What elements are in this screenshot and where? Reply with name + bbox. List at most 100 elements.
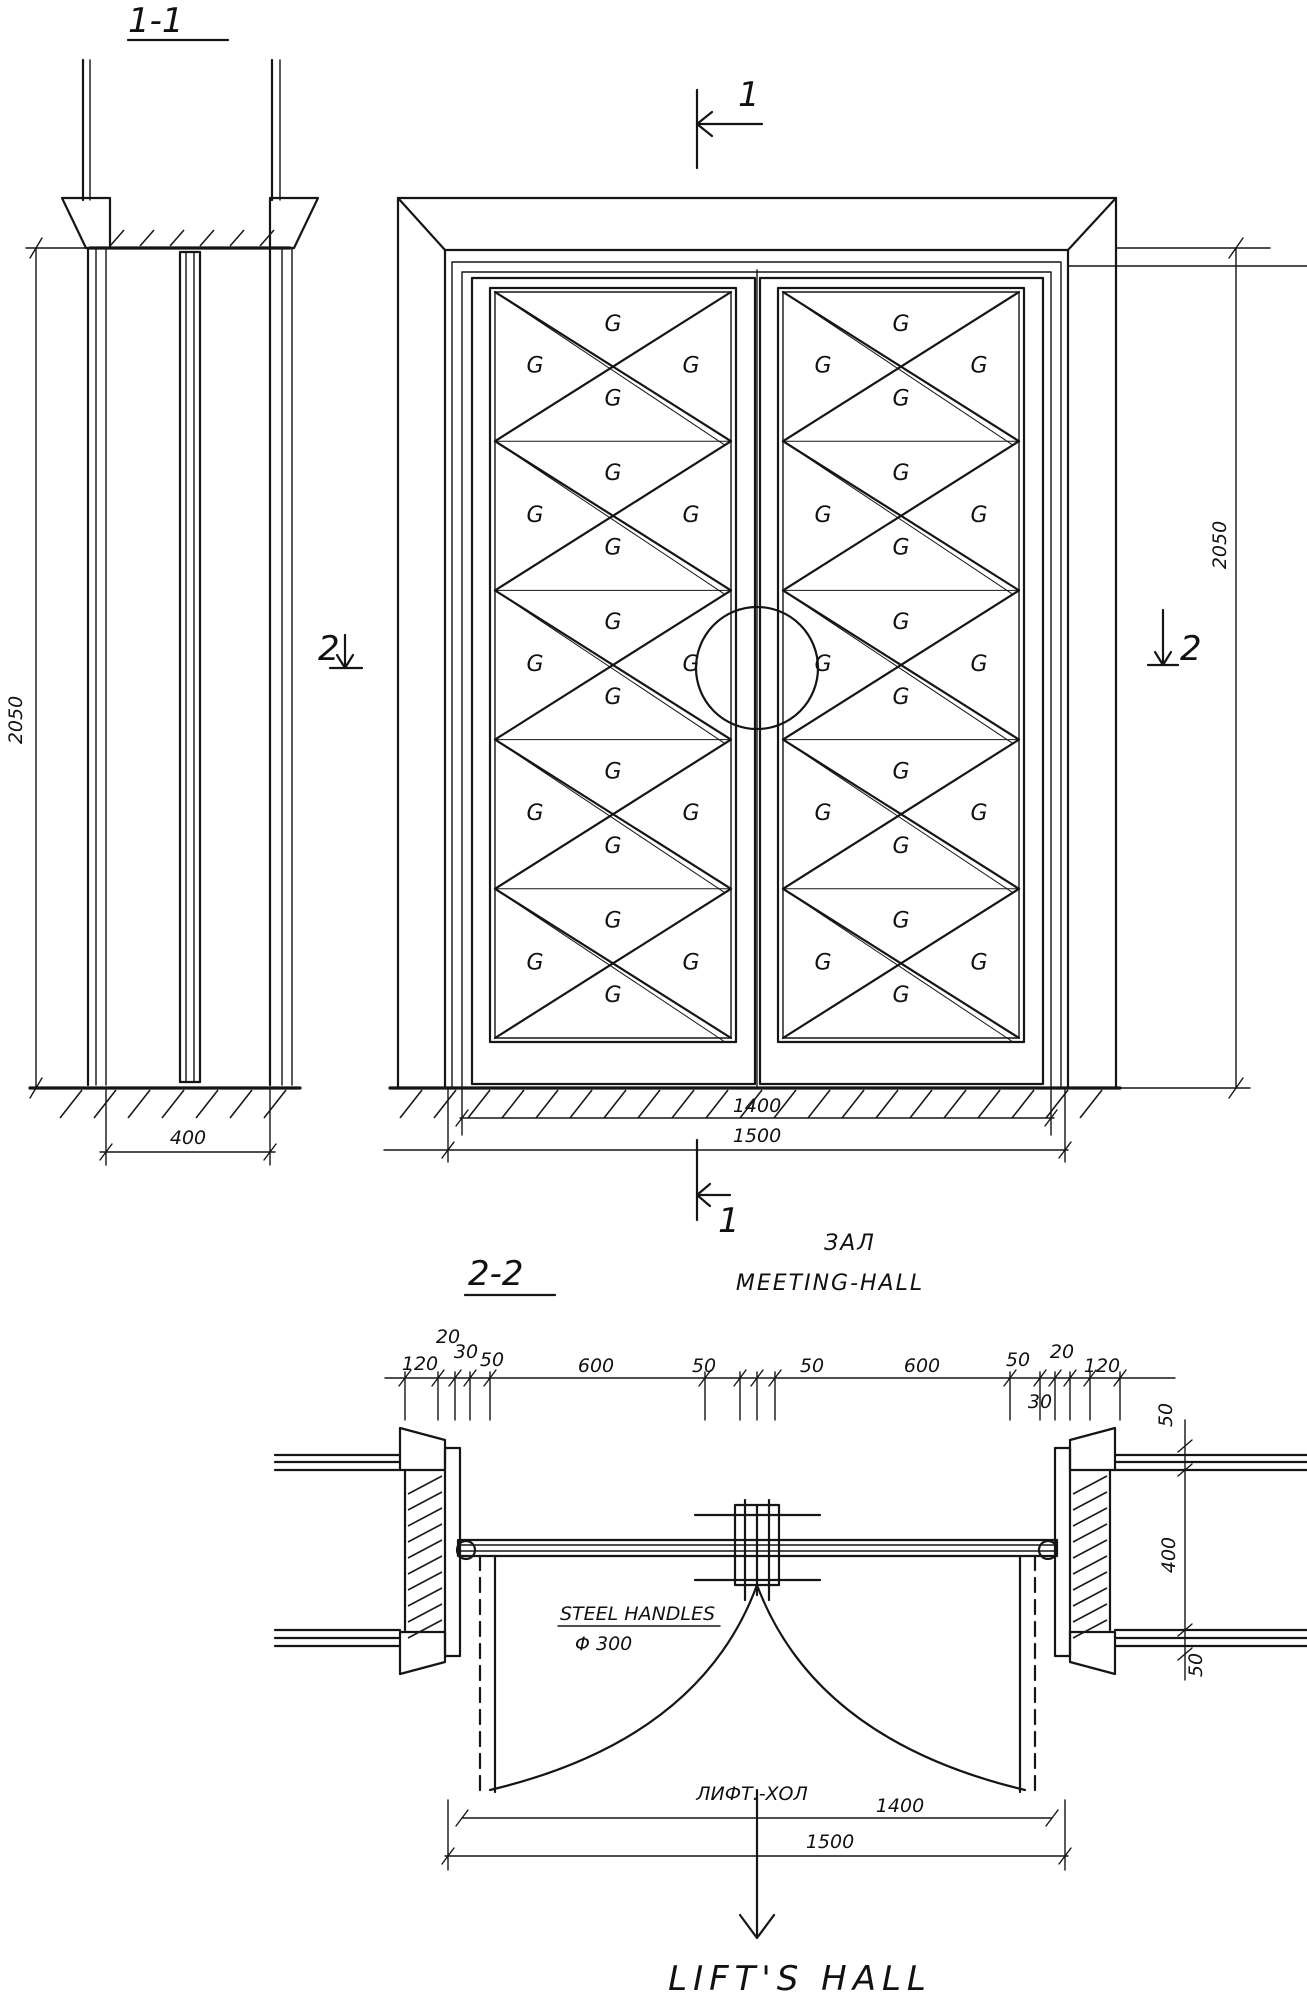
hatch-stroke <box>1072 1587 1108 1607</box>
lattice-bar <box>493 589 733 741</box>
glass-mark: G <box>604 312 621 337</box>
tick <box>441 1141 455 1159</box>
cut-marker-1-top-label: 1 <box>738 75 760 115</box>
elevation-height-dim: 2050 <box>1209 521 1231 569</box>
glass-mark: G <box>604 536 621 561</box>
right-frame-plan <box>1053 1446 1072 1658</box>
tick <box>1177 1439 1193 1453</box>
hatch-stroke <box>603 1089 627 1119</box>
right-wall-plan <box>1108 1453 1307 1648</box>
tick <box>1177 1647 1193 1661</box>
left-glazing-inner <box>494 291 732 1039</box>
hatch-stroke <box>407 1539 443 1559</box>
glass-mark: G <box>604 983 621 1008</box>
hatch-stroke <box>407 1475 443 1495</box>
hatch-stroke <box>127 1089 151 1119</box>
glass-mark: G <box>814 950 831 975</box>
glass-mark: G <box>892 610 909 635</box>
section-2-2: 2-2 ЗАЛ MEETING-HALL 120 20 30 50 600 50… <box>273 1231 1307 1999</box>
right-glazing-inner <box>782 291 1020 1039</box>
left-wall-hatch <box>407 1475 443 1639</box>
elevation-outer-width-dim: 1500 <box>733 1125 781 1147</box>
lattice-bar-edge <box>788 892 1014 1043</box>
lintel-hatch <box>109 229 275 247</box>
hatch-stroke <box>229 1089 253 1119</box>
tick <box>99 1143 113 1161</box>
section-1-1-height-dim: 2050 <box>5 696 27 744</box>
glass-mark: G <box>892 386 909 411</box>
dim-120-left: 120 <box>402 1353 438 1375</box>
hinge-left <box>455 1539 477 1561</box>
glass-mark: G <box>526 801 543 826</box>
glass-mark: G <box>604 461 621 486</box>
lattice-bar-edge <box>500 743 726 894</box>
side-dim-50-bottom: 50 <box>1185 1653 1207 1677</box>
room-bottom-label: LIFT'S HALL <box>668 1959 932 1999</box>
hatch-stroke <box>407 1507 443 1527</box>
hatch-stroke <box>407 1619 443 1639</box>
lattice-bar-edge <box>788 295 1014 446</box>
hatch-stroke <box>161 1089 185 1119</box>
hatch-stroke <box>1072 1475 1108 1495</box>
hatch-stroke <box>1072 1555 1108 1575</box>
glass-mark: G <box>892 834 909 859</box>
glass-mark: G <box>604 759 621 784</box>
hatch-stroke <box>1011 1089 1035 1119</box>
cut-marker-2-label: 2 <box>318 629 340 669</box>
dim-30-left: 30 <box>454 1341 478 1363</box>
floor-hatch <box>59 1089 287 1119</box>
left-glazing-panel <box>488 286 738 1044</box>
hatch-stroke <box>943 1089 967 1119</box>
hatch-stroke <box>535 1089 559 1119</box>
dim-chain-ticks <box>398 1369 1127 1421</box>
glass-mark: G <box>682 354 699 379</box>
cut-marker-2-right-label: 2 <box>1180 629 1202 669</box>
glass-mark: G <box>604 685 621 710</box>
hatch-stroke <box>433 1089 457 1119</box>
cut-arrow-head <box>695 110 714 138</box>
door-leaf-section <box>178 250 202 1084</box>
hatch-stroke <box>773 1089 797 1119</box>
architrave-top-left <box>60 196 112 250</box>
dim-50-center-left: 50 <box>692 1355 716 1377</box>
lattice-bar-edge <box>500 295 726 446</box>
lattice-bar-edge <box>500 444 726 595</box>
hatch-stroke <box>909 1089 933 1119</box>
lattice-bar-edge <box>788 743 1014 894</box>
hatch-stroke <box>399 1089 423 1119</box>
left-leaf <box>470 276 757 1086</box>
lattice-bar <box>781 440 1021 592</box>
plan-outer-width-dim: 1500 <box>806 1831 854 1853</box>
left-wall-plan <box>273 1453 407 1648</box>
glass-mark: G <box>604 834 621 859</box>
glass-mark: G <box>604 386 621 411</box>
cut-marker-1-bottom-label: 1 <box>718 1201 740 1241</box>
tick <box>1228 237 1244 259</box>
glass-mark: G <box>892 536 909 561</box>
hatch-stroke <box>977 1089 1001 1119</box>
glass-mark: G <box>814 354 831 379</box>
cut-arrow-head <box>335 653 355 670</box>
hatch-stroke <box>263 1089 287 1119</box>
hatch-stroke <box>1072 1491 1108 1511</box>
glass-mark: G <box>970 503 987 528</box>
hatch-stroke <box>739 1089 763 1119</box>
hatch-stroke <box>1072 1523 1108 1543</box>
hatch-stroke <box>195 1089 219 1119</box>
lattice-bar-edge <box>500 593 726 745</box>
glass-mark: G <box>970 801 987 826</box>
glass-mark: G <box>814 503 831 528</box>
section-1-1-width-dim: 400 <box>170 1127 206 1149</box>
hatch-stroke <box>1072 1571 1108 1591</box>
right-architrave-bottom <box>1068 1630 1117 1676</box>
hatch-stroke <box>59 1089 83 1119</box>
lattice-bar <box>781 290 1021 443</box>
lattice-bar-edge <box>788 593 1014 745</box>
room-bottom-native: ЛИФТ.-ХОЛ <box>695 1783 808 1805</box>
left-swing-arc <box>488 1583 759 1792</box>
glass-mark: G <box>526 652 543 677</box>
glass-mark: G <box>892 759 909 784</box>
glass-mark: G <box>892 312 909 337</box>
